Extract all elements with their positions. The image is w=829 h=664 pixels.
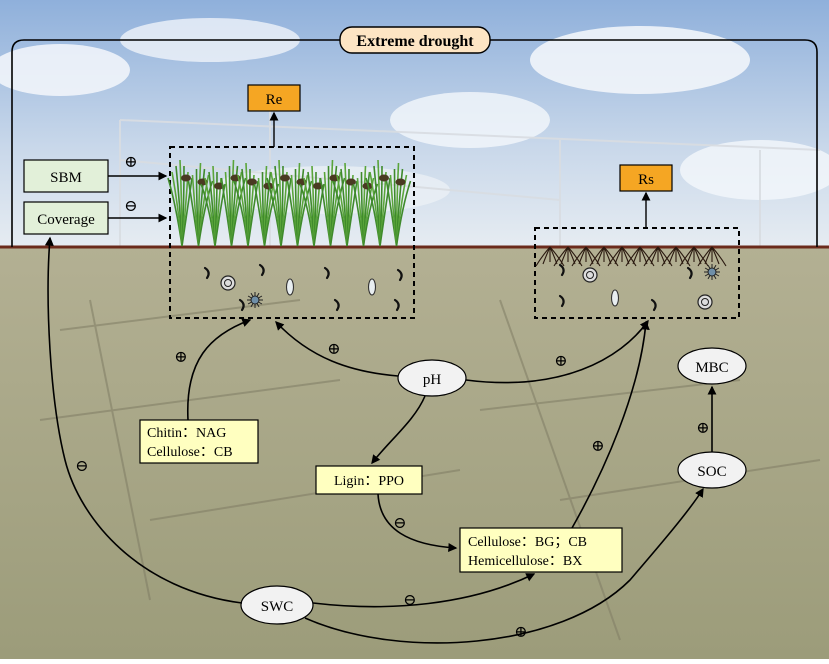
plant-tuft	[332, 162, 358, 247]
arrow-ph-to-left-box	[275, 321, 399, 377]
microbe	[704, 264, 720, 280]
sign-sbm-plus: ⊕	[124, 154, 137, 171]
microbe	[247, 292, 263, 308]
sign-swc-coverage-minus: ⊖	[75, 458, 88, 475]
banner-label: Extreme drought	[356, 33, 474, 50]
plant-tuft	[319, 159, 346, 247]
hemicellulose-label: Hemicellulose：BX	[468, 554, 582, 569]
sign-soc-mbc-plus: ⊕	[696, 420, 709, 437]
chitin-label: Chitin：NAG	[147, 426, 226, 441]
microbe	[393, 298, 400, 312]
plant-soil-dashed-box	[169, 146, 415, 319]
root-cluster	[697, 246, 727, 267]
plant-tuft	[352, 165, 379, 247]
shelter-frame	[119, 95, 821, 247]
re-box: Re	[247, 84, 301, 112]
rs-label: Rs	[638, 172, 654, 188]
extreme-drought-banner: Extreme drought	[339, 26, 491, 54]
cellulose-bg-label: Cellulose：BG；CB	[468, 535, 587, 550]
plant-tuft	[167, 159, 193, 247]
microbes-illustration	[203, 263, 720, 312]
microbe	[697, 294, 713, 310]
mbc-label: MBC	[695, 360, 728, 376]
soc-node: SOC	[677, 451, 747, 489]
cloud	[390, 92, 550, 148]
cloud	[680, 140, 829, 200]
soc-label: SOC	[697, 464, 726, 480]
arrow-cellulose-to-right-box	[571, 320, 650, 529]
plant-tuft	[286, 162, 313, 247]
swc-label: SWC	[261, 599, 294, 615]
re-label: Re	[266, 92, 283, 108]
chitin-cellulose-box: Chitin：NAG Cellulose：CB	[139, 419, 259, 464]
cloud	[0, 44, 130, 96]
sbm-box: SBM	[23, 159, 109, 193]
ground	[0, 247, 829, 659]
arrow-ph-to-right-box	[465, 319, 649, 384]
sign-ph-left-plus: ⊕	[327, 341, 340, 358]
cloud	[530, 26, 750, 94]
microbe	[203, 266, 210, 280]
microbe	[396, 268, 403, 282]
mbc-node: MBC	[677, 347, 747, 385]
sbm-label: SBM	[50, 170, 82, 186]
coverage-label: Coverage	[37, 212, 95, 228]
microbe	[323, 266, 330, 280]
plant-tuft	[299, 165, 325, 247]
ph-label: pH	[423, 372, 442, 388]
roots-illustration	[535, 246, 727, 267]
sign-swc-cellulose-minus: ⊖	[403, 592, 416, 609]
sign-swc-soc-plus: ⊕	[514, 624, 527, 641]
plant-tuft	[365, 159, 391, 247]
sign-coverage-minus: ⊖	[124, 198, 137, 215]
sign-ligin-minus: ⊖	[393, 515, 406, 532]
sign-cellulose-right-plus: ⊕	[591, 438, 604, 455]
plant-tuft	[200, 165, 226, 247]
cellulose-hemicellulose-box: Cellulose：BG；CB Hemicellulose：BX	[459, 527, 623, 573]
root-cluster	[607, 246, 637, 267]
rs-box: Rs	[619, 164, 673, 192]
plant-tuft	[266, 159, 292, 247]
microbe	[558, 294, 565, 308]
microbe	[558, 263, 565, 277]
ligin-label: Ligin：PPO	[334, 474, 404, 489]
sign-ph-right-plus: ⊕	[554, 353, 567, 370]
arrow-swc-to-cellulose	[312, 573, 536, 608]
coverage-box: Coverage	[23, 201, 109, 235]
arrow-swc-to-soc	[304, 487, 704, 644]
arrow-swc-to-coverage	[44, 236, 243, 604]
swc-node: SWC	[240, 585, 314, 625]
root-cluster	[535, 246, 565, 267]
sign-chitin-plus: ⊕	[174, 349, 187, 366]
plant-tuft	[385, 162, 412, 247]
microbe	[686, 266, 693, 280]
ph-node: pH	[397, 359, 467, 397]
microbe	[610, 289, 620, 307]
arrow-chitin-to-box	[187, 318, 252, 421]
microbe	[285, 278, 295, 296]
microbe	[333, 298, 340, 312]
soil-dashed-box	[534, 227, 740, 319]
cellulose-cb-label: Cellulose：CB	[147, 445, 233, 460]
root-cluster	[643, 246, 673, 267]
microbe	[220, 275, 236, 291]
plant-tuft	[233, 162, 259, 247]
pathway-arrows	[44, 236, 717, 644]
microbe	[650, 298, 657, 312]
root-cluster	[589, 246, 619, 267]
ligin-box: Ligin：PPO	[315, 465, 423, 495]
microbe	[582, 267, 598, 283]
plants-illustration	[167, 159, 412, 247]
arrow-ph-to-ligin	[371, 395, 426, 465]
microbe	[238, 298, 245, 312]
microbe	[258, 263, 265, 277]
microbe	[367, 278, 377, 296]
arrow-ligin-to-cellulose	[377, 493, 458, 552]
